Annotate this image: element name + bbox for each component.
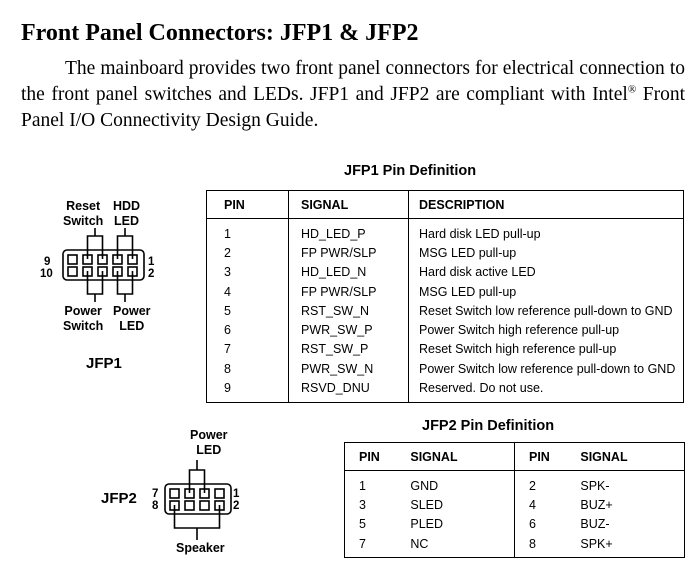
signal-cell: PWR_SW_N (288, 359, 409, 379)
table-row: 5 PLED 6 BUZ- (345, 514, 685, 534)
pin-cell: 7 (206, 339, 289, 360)
column-header: PIN (514, 442, 567, 471)
jfp2-label-speaker: Speaker (176, 541, 225, 555)
description-cell: MSG LED pull-up (419, 284, 517, 299)
jfp1-connector-name: JFP1 (86, 355, 122, 372)
page-title: Front Panel Connectors: JFP1 & JFP2 (21, 20, 419, 46)
pin-cell: 8 (206, 359, 289, 379)
jfp1-pin-2-label: 2 (148, 268, 155, 280)
table-row: 1 GND 2 SPK- (345, 470, 685, 496)
column-header: SIGNAL (288, 190, 409, 219)
pin-cell: 2 (206, 243, 289, 263)
signal-cell: HD_LED_N (288, 262, 409, 282)
jfp2-connector-diagram (164, 460, 232, 540)
jfp2-table-caption: JFP2 Pin Definition (422, 418, 555, 434)
signal-cell: FP PWR/SLP (288, 243, 409, 263)
pin-cell: 4 (206, 281, 289, 302)
description-cell: Reset Switch high reference pull-up (419, 342, 617, 357)
column-header: SIGNAL (396, 442, 516, 471)
description-cell: MSG LED pull-up (419, 245, 517, 260)
signal-cell: RST_SW_P (288, 339, 409, 360)
jfp2-pin-7-label: 7 (152, 488, 159, 500)
jfp1-label-hdd-led: HDD LED (113, 199, 141, 228)
table-header-row: PIN SIGNAL DESCRIPTION (206, 190, 684, 219)
description-cell: Power Switch high reference pull-up (419, 323, 620, 338)
jfp1-label-power-led: Power LED (113, 304, 151, 333)
jfp1-table-caption: JFP1 Pin Definition (344, 163, 477, 179)
jfp2-connector-name: JFP2 (101, 490, 137, 507)
jfp1-connector-diagram (62, 228, 145, 302)
jfp2-label-power-led: Power LED (190, 428, 228, 457)
signal-cell: PLED (396, 514, 516, 534)
pin-cell: 1 (206, 218, 289, 244)
jfp1-pin-1-label: 1 (148, 256, 155, 268)
pin-cell: 8 (529, 536, 536, 551)
pin-cell: 4 (529, 497, 536, 512)
column-header: PIN (206, 190, 289, 219)
table-row: 7 NC 8 SPK+ (345, 533, 685, 558)
description-cell: Hard disk LED pull-up (419, 226, 541, 241)
jfp2-pin-8-label: 8 (152, 500, 159, 512)
pin-cell: 9 (206, 378, 289, 403)
jfp1-label-reset-switch: Reset Switch (63, 199, 104, 228)
signal-cell: GND (396, 470, 516, 496)
signal-cell: BUZ+ (580, 497, 613, 512)
signal-cell: SLED (396, 495, 516, 515)
signal-cell: RST_SW_N (288, 301, 409, 321)
pin-cell: 7 (359, 536, 366, 551)
registered-mark: ® (627, 83, 637, 96)
signal-cell: NC (396, 533, 516, 558)
intro-text-end: Front Panel I/O Connectivity Design Guid… (21, 84, 685, 131)
pin-cell: 6 (206, 320, 289, 340)
jfp1-pin-9-label: 9 (44, 256, 51, 268)
signal-cell: RSVD_DNU (288, 378, 409, 403)
pin-cell: 3 (206, 262, 289, 282)
table-row: 3 SLED 4 BUZ+ (345, 495, 685, 515)
pin-cell: 2 (529, 478, 536, 493)
jfp2-pin-1-label: 1 (233, 488, 240, 500)
jfp2-pin-2-label: 2 (233, 500, 240, 512)
pin-cell: 5 (359, 517, 366, 532)
signal-cell: PWR_SW_P (288, 320, 409, 340)
description-cell: Reserved. Do not use. (419, 381, 544, 396)
intro-paragraph: The mainboard provides two front panel c… (21, 56, 685, 134)
jfp1-label-power-switch: Power Switch (63, 304, 104, 333)
pin-cell: 3 (359, 497, 366, 512)
intro-text: The mainboard provides two front panel c… (21, 58, 685, 105)
signal-cell: HD_LED_P (288, 218, 409, 244)
description-cell: Power Switch low reference pull-down to … (419, 361, 676, 376)
signal-cell: SPK+ (580, 536, 613, 551)
jfp1-pin-10-label: 10 (40, 268, 53, 280)
pin-cell: 6 (529, 517, 536, 532)
signal-cell: FP PWR/SLP (288, 281, 409, 302)
pin-cell: 5 (206, 301, 289, 321)
table-header-row: PIN SIGNAL PIN SIGNAL (344, 442, 685, 471)
column-header: SIGNAL (566, 442, 685, 471)
column-header: DESCRIPTION (408, 190, 684, 219)
pin-cell: 1 (359, 478, 366, 493)
signal-cell: SPK- (580, 478, 610, 493)
description-cell: Reset Switch low reference pull-down to … (419, 303, 673, 318)
description-cell: Hard disk active LED (419, 265, 536, 280)
column-header: PIN (344, 442, 397, 471)
signal-cell: BUZ- (580, 517, 610, 532)
